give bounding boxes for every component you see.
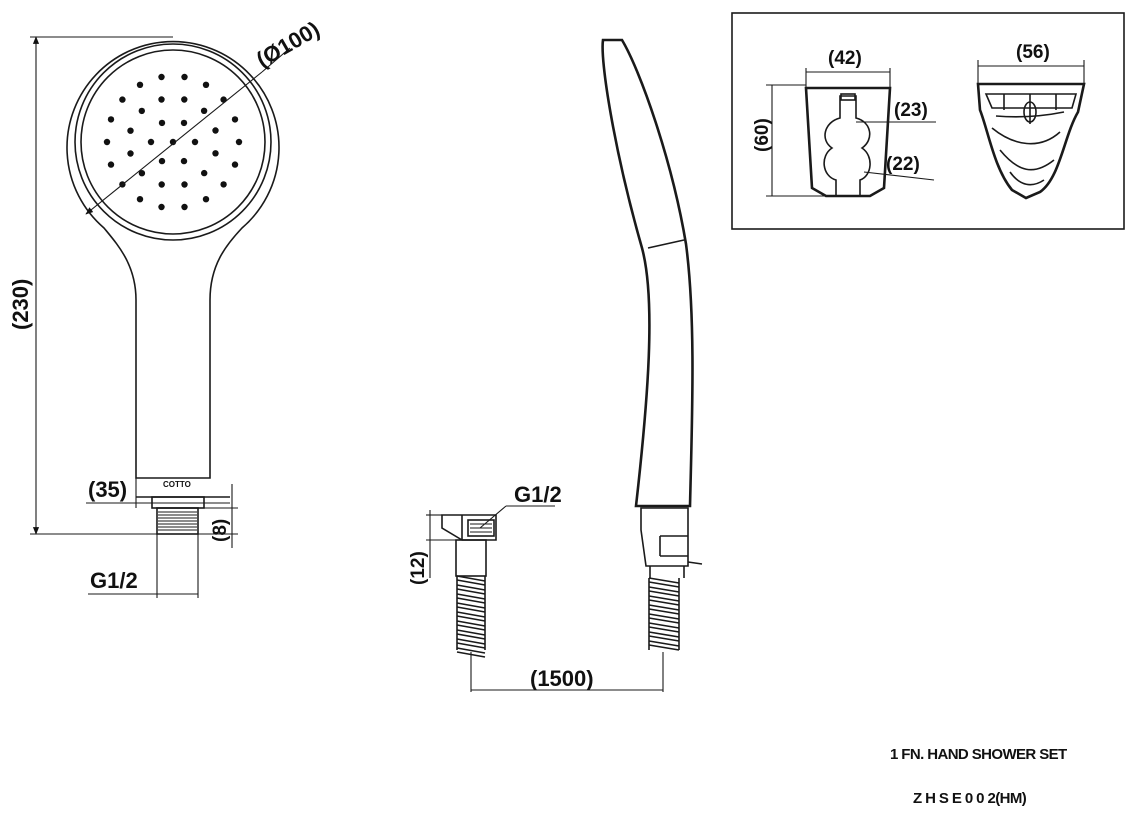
spray-nozzle — [158, 119, 166, 127]
spray-nozzle — [200, 107, 208, 115]
spring-coil — [456, 575, 486, 586]
slot-lower-leader — [863, 171, 935, 181]
spray-nozzle — [181, 181, 188, 188]
holder-detail-box: (42) (60) (23) (22) (56) — [731, 12, 1125, 230]
spray-nozzle — [136, 81, 144, 89]
spring-coil — [648, 622, 680, 633]
spring-coil — [456, 611, 486, 622]
spray-nozzle — [235, 138, 243, 146]
holder-slot — [823, 95, 871, 197]
product-code: Z H S E 0 0 2(HM) — [913, 790, 1027, 807]
hose-length-dimension-label: (1500) — [530, 666, 594, 691]
spray-nozzle — [158, 203, 165, 211]
spray-nozzle — [158, 181, 165, 188]
spray-nozzle — [158, 157, 166, 165]
spray-nozzle — [181, 96, 188, 103]
spring-coil — [648, 577, 680, 588]
diameter-dimension-line — [85, 71, 263, 215]
spray-nozzle — [201, 169, 208, 177]
spring-coil — [648, 631, 680, 642]
thread-length-dimension-label: (8) — [210, 519, 231, 542]
spray-nozzle — [127, 150, 134, 157]
thread-hatching — [158, 511, 197, 531]
spray-nozzle — [103, 138, 111, 146]
hose-spring-right — [648, 577, 680, 651]
spray-nozzle — [138, 170, 146, 177]
diameter-dimension-label: (Ø100) — [252, 16, 324, 72]
spray-nozzle — [158, 73, 165, 81]
spray-nozzles — [103, 73, 243, 211]
spray-nozzle — [231, 161, 239, 168]
spray-nozzle — [169, 138, 177, 146]
nut-height-dimension-label: (12) — [408, 551, 429, 585]
hose-spring-left — [456, 575, 486, 658]
spray-nozzle — [212, 150, 219, 157]
spring-coil — [456, 602, 486, 613]
spring-coil — [648, 604, 680, 615]
spray-nozzle — [147, 138, 155, 146]
hose-nut-thread — [467, 519, 495, 537]
handle-side-profile — [601, 38, 694, 508]
spring-coil — [456, 593, 486, 604]
spring-coil — [648, 613, 680, 624]
handle-connector — [640, 507, 689, 567]
thread-dimension-label: G1/2 — [90, 568, 138, 593]
spray-nozzle — [127, 127, 134, 134]
holder-side-outline — [976, 82, 1086, 200]
hose-thread-label: G1/2 — [514, 482, 562, 507]
spray-nozzle — [136, 196, 144, 203]
spray-face-inner — [80, 49, 266, 235]
spring-coil — [456, 620, 486, 631]
height-dimension-label: (230) — [8, 279, 33, 330]
slot-lower-label: (22) — [886, 154, 920, 175]
spray-nozzle — [138, 107, 145, 115]
hose-ferrule — [455, 539, 487, 577]
spray-nozzle — [220, 181, 227, 188]
shower-head-front-view: COTTO (230) (Ø100) (35) (8) — [8, 16, 324, 598]
spray-nozzle — [107, 161, 115, 168]
product-title: 1 FN. HAND SHOWER SET — [890, 746, 1067, 763]
shower-outline — [66, 40, 280, 479]
spray-nozzle — [158, 96, 165, 103]
spring-coil — [456, 629, 486, 640]
spray-nozzle — [180, 119, 188, 127]
spray-nozzle — [181, 203, 188, 211]
spray-nozzle — [119, 96, 126, 103]
holder-height-dimension-label: (60) — [752, 118, 773, 152]
spring-coil — [456, 584, 486, 595]
spray-nozzle — [181, 73, 188, 81]
spray-nozzle — [107, 116, 115, 123]
shower-side-view — [601, 38, 703, 578]
spring-coil — [648, 586, 680, 597]
holder-side-width-dimension-label: (56) — [1016, 42, 1050, 63]
spring-coil — [648, 595, 680, 606]
holder-width-dimension-label: (42) — [828, 48, 862, 69]
holder-front-outline — [804, 86, 892, 198]
spray-face-ring — [74, 43, 272, 241]
spring-coil — [456, 638, 486, 649]
spring-coil — [648, 640, 680, 651]
spray-nozzle — [191, 138, 199, 146]
detail-frame — [731, 12, 1125, 230]
hose-view: G1/2 (12) (1500) — [408, 482, 680, 692]
spray-nozzle — [202, 81, 210, 89]
spray-nozzle — [212, 127, 219, 134]
brand-label: COTTO — [163, 480, 191, 489]
spray-nozzle — [202, 196, 210, 203]
spray-nozzle — [231, 116, 239, 123]
neck-width-dimension-label: (35) — [88, 477, 127, 502]
slot-upper-label: (23) — [894, 100, 928, 121]
spray-nozzle — [180, 157, 188, 165]
